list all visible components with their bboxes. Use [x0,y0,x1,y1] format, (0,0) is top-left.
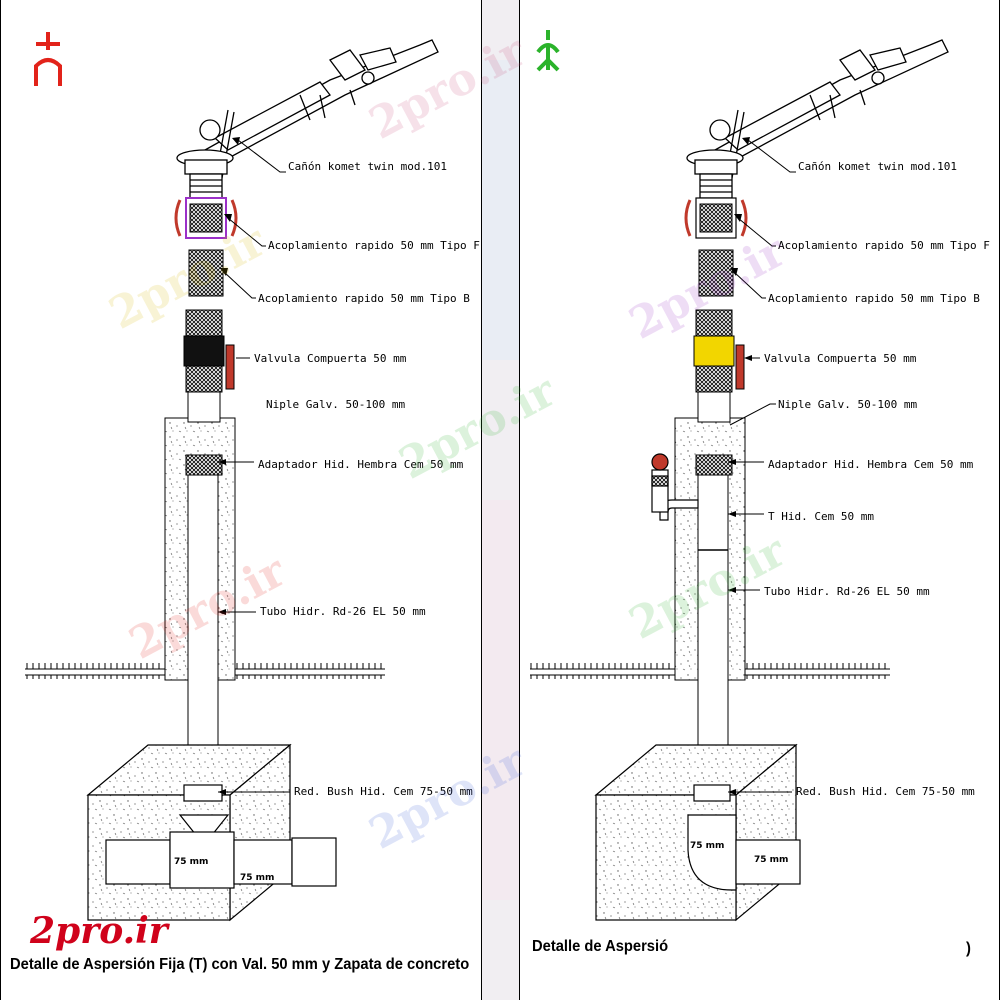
quick-coupling-f [174,197,238,239]
ground-line [530,663,675,679]
brand-logo[interactable]: 2pro.ir [30,910,168,952]
watermark: 2pro.ir [391,365,564,489]
label-pipe: Tubo Hidr. Rd-26 EL 50 mm [764,585,930,598]
label-coupling-f: Acoplamiento rapido 50 mm Tipo F [268,239,480,252]
quick-coupling-b [698,249,734,297]
label-coupling-b: Acoplamiento rapido 50 mm Tipo B [258,292,470,305]
pvc-pipe [697,474,729,791]
sprinkler-gun [686,39,949,199]
label-adapter: Adaptador Hid. Hembra Cem 50 mm [258,458,464,471]
galvanized-nipple [187,391,221,423]
gate-valve [183,309,235,393]
dim-75-a: 75 mm [174,857,208,867]
female-adapter [695,454,733,476]
galvanized-nipple [697,391,731,423]
label-valve: Valvula Compuerta 50 mm [764,352,917,365]
left-drawing-title: Detalle de Aspersión Fija (T) con Val. 5… [10,956,470,973]
side-tee-branch [651,453,699,521]
label-canon: Cañón komet twin mod.101 [288,160,447,173]
label-tee: T Hid. Cem 50 mm [768,510,874,523]
riser-icon [536,30,560,72]
tee-fitting [105,784,337,889]
background-block [482,500,520,900]
quick-coupling-b [188,249,224,297]
right-drawing-title-tail: ) [966,940,971,957]
ground-line [25,663,165,679]
elbow-fitting [687,784,801,891]
dim-75-b: 75 mm [754,855,788,865]
ground-line [745,663,890,679]
label-coupling-b: Acoplamiento rapido 50 mm Tipo B [768,292,980,305]
label-pipe: Tubo Hidr. Rd-26 EL 50 mm [260,605,426,618]
label-nipple: Niple Galv. 50-100 mm [266,398,405,411]
hydrant-icon [34,32,62,86]
left-assembly: Cañón komet twin mod.101 Acoplamiento ra… [25,32,480,922]
label-bushing: Red. Bush Hid. Cem 75-50 mm [796,785,975,798]
label-coupling-f: Acoplamiento rapido 50 mm Tipo F [778,239,990,252]
sprinkler-gun [176,39,439,199]
gate-valve [693,309,745,393]
label-valve: Valvula Compuerta 50 mm [254,352,407,365]
watermark: 2pro.ir [361,25,534,149]
label-nipple: Niple Galv. 50-100 mm [778,398,917,411]
label-canon: Cañón komet twin mod.101 [798,160,957,173]
label-bushing: Red. Bush Hid. Cem 75-50 mm [294,785,473,798]
right-assembly: Cañón komet twin mod.101 Acoplamiento ra… [530,30,990,922]
right-drawing-title: Detalle de Aspersió [532,938,669,955]
female-adapter [185,454,223,476]
label-adapter: Adaptador Hid. Hembra Cem 50 mm [768,458,974,471]
quick-coupling-f [684,197,748,239]
ground-line [235,663,385,679]
pvc-pipe [187,474,219,791]
dim-75-b: 75 mm [240,873,274,883]
background-block [482,60,520,360]
dim-75-a: 75 mm [690,841,724,851]
leader-arrows [728,137,752,795]
leader-arrows [218,137,240,795]
